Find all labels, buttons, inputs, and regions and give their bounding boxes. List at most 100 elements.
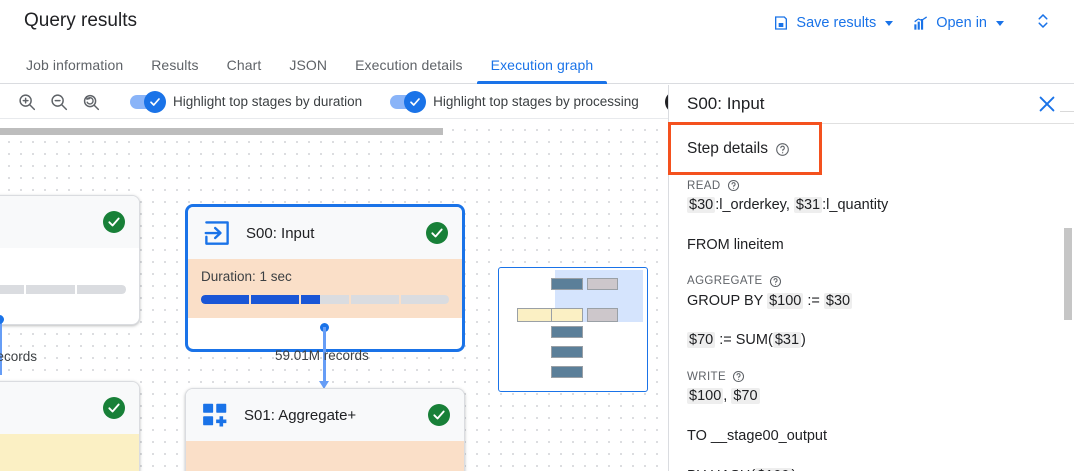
detail-label: READ [687,179,1056,192]
aggregate-plus-icon [200,400,230,430]
detail-entry: AGGREGATE GROUP BY $100 := $30 [687,275,1056,313]
graph-node-partial-bottom[interactable] [0,381,140,471]
tab-execution-graph[interactable]: Execution graph [476,46,608,84]
save-results-label: Save results [796,15,877,31]
node-body: Duration: 1 sec [188,259,462,318]
chevron-down-icon [885,20,894,26]
tab-job-information[interactable]: Job information [12,46,137,83]
toggle-switch[interactable] [390,90,427,113]
help-circle-icon[interactable] [769,275,782,288]
tab-label: Chart [226,56,262,73]
panel-vertical-scrollbar[interactable] [1064,228,1072,320]
toggle-highlight-processing[interactable]: Highlight top stages by processing [390,90,639,113]
node-duration-label: Duration: 1 sec [201,269,292,284]
zoom-reset-icon[interactable] [80,91,102,113]
detail-value-to: TO __stage00_output [687,427,828,444]
duration-bar-segment [251,295,299,304]
node-header: S00: Input [188,207,462,259]
detail-value: $100, $70 [687,388,760,404]
close-icon[interactable] [1036,93,1058,115]
toggle-knob [144,90,166,113]
detail-label-text: AGGREGATE [687,275,763,287]
save-icon [773,15,789,31]
graph-node-partial-top[interactable] [0,195,140,325]
duration-bar-segment [301,295,349,304]
toggle-highlight-duration[interactable]: Highlight top stages by duration [130,90,363,113]
help-circle-icon[interactable] [727,179,740,192]
bar-chart-icon [913,15,929,31]
expand-collapse-button[interactable] [1026,6,1060,40]
minimap-node [517,308,555,322]
panel-divider [669,123,1074,124]
zoom-controls [0,91,102,113]
panel-scroll-top-marker [1060,111,1074,112]
detail-entry: READ $30:l_orderkey, $31:l_quantity [687,179,1056,217]
tab-results[interactable]: Results [137,46,212,83]
open-in-button[interactable]: Open in [903,9,1014,37]
duration-bar-segment [351,295,399,304]
tab-json[interactable]: JSON [275,46,341,83]
save-results-button[interactable]: Save results [763,9,903,37]
check-circle-icon [426,222,448,244]
detail-label: WRITE [687,370,1056,383]
toggle-label: Highlight top stages by processing [433,94,639,109]
duration-bar [201,295,449,304]
tab-label: Job information [26,56,124,73]
check-circle-icon [103,397,125,419]
node-title: S01: Aggregate+ [244,406,357,424]
edge-label-left: records [0,349,38,364]
detail-value: GROUP BY $100 := $30 [687,292,853,309]
graph-minimap[interactable] [498,267,648,392]
help-circle-icon[interactable] [732,370,745,383]
minimap-node [551,346,583,358]
node-header: S01: Aggregate+ [186,389,464,441]
graph-node-s01-aggregate[interactable]: S01: Aggregate+ [185,388,465,471]
tab-chart[interactable]: Chart [213,46,276,83]
minimap-node [551,278,583,290]
toggle-switch[interactable] [130,90,166,113]
unfold-more-icon [1034,12,1052,35]
graph-edge-s00-s01 [322,327,326,383]
minimap-node [551,366,583,378]
tab-execution-details[interactable]: Execution details [341,46,477,83]
panel-title: S00: Input [687,94,765,113]
help-circle-icon[interactable] [775,142,790,157]
duration-bar-segment [201,295,249,304]
graph-edge-left [0,319,2,375]
duration-bar-segment [401,295,449,304]
step-details-panel: S00: Input Step details [668,85,1074,471]
graph-toolbar: Highlight top stages by duration Highlig… [0,85,701,119]
detail-label-text: WRITE [687,370,727,383]
panel-header: S00: Input [669,85,1074,123]
step-details-heading: Step details [687,140,1056,158]
edge-label-records: 59.01M records [275,348,369,363]
tab-label: Results [151,56,199,73]
toggle-knob [404,90,427,113]
detail-value-by: BY HASH($100) [687,466,1056,471]
page-title: Query results [24,10,137,31]
node-body [0,434,139,471]
node-body [186,441,464,471]
detail-entry: WRITE $100, $70 [687,370,1056,408]
panel-body[interactable]: Step details READ [669,124,1074,471]
node-header [0,196,139,248]
zoom-out-icon[interactable] [48,91,70,113]
toggle-label: Highlight top stages by duration [173,94,363,109]
execution-graph-canvas[interactable]: records S00: Input Duration: 1 sec [0,119,668,471]
detail-value: $30:l_orderkey, $31:l_quantity [687,197,889,213]
check-circle-icon [103,211,125,233]
node-title: S00: Input [246,224,315,242]
minimap-node [587,278,618,290]
horizontal-scrollbar-thumb[interactable] [0,128,443,135]
detail-value-sum: $70 := SUM($31) [687,332,806,349]
check-circle-icon [428,404,450,426]
tab-label: Execution graph [490,56,594,73]
zoom-in-icon[interactable] [16,91,38,113]
chevron-down-icon [996,20,1004,26]
node-header [0,382,139,434]
tab-label: Execution details [355,56,463,73]
edge-arrowhead-icon [319,381,329,389]
input-arrow-icon [202,218,232,248]
page-header: Query results Save results [0,0,1074,46]
